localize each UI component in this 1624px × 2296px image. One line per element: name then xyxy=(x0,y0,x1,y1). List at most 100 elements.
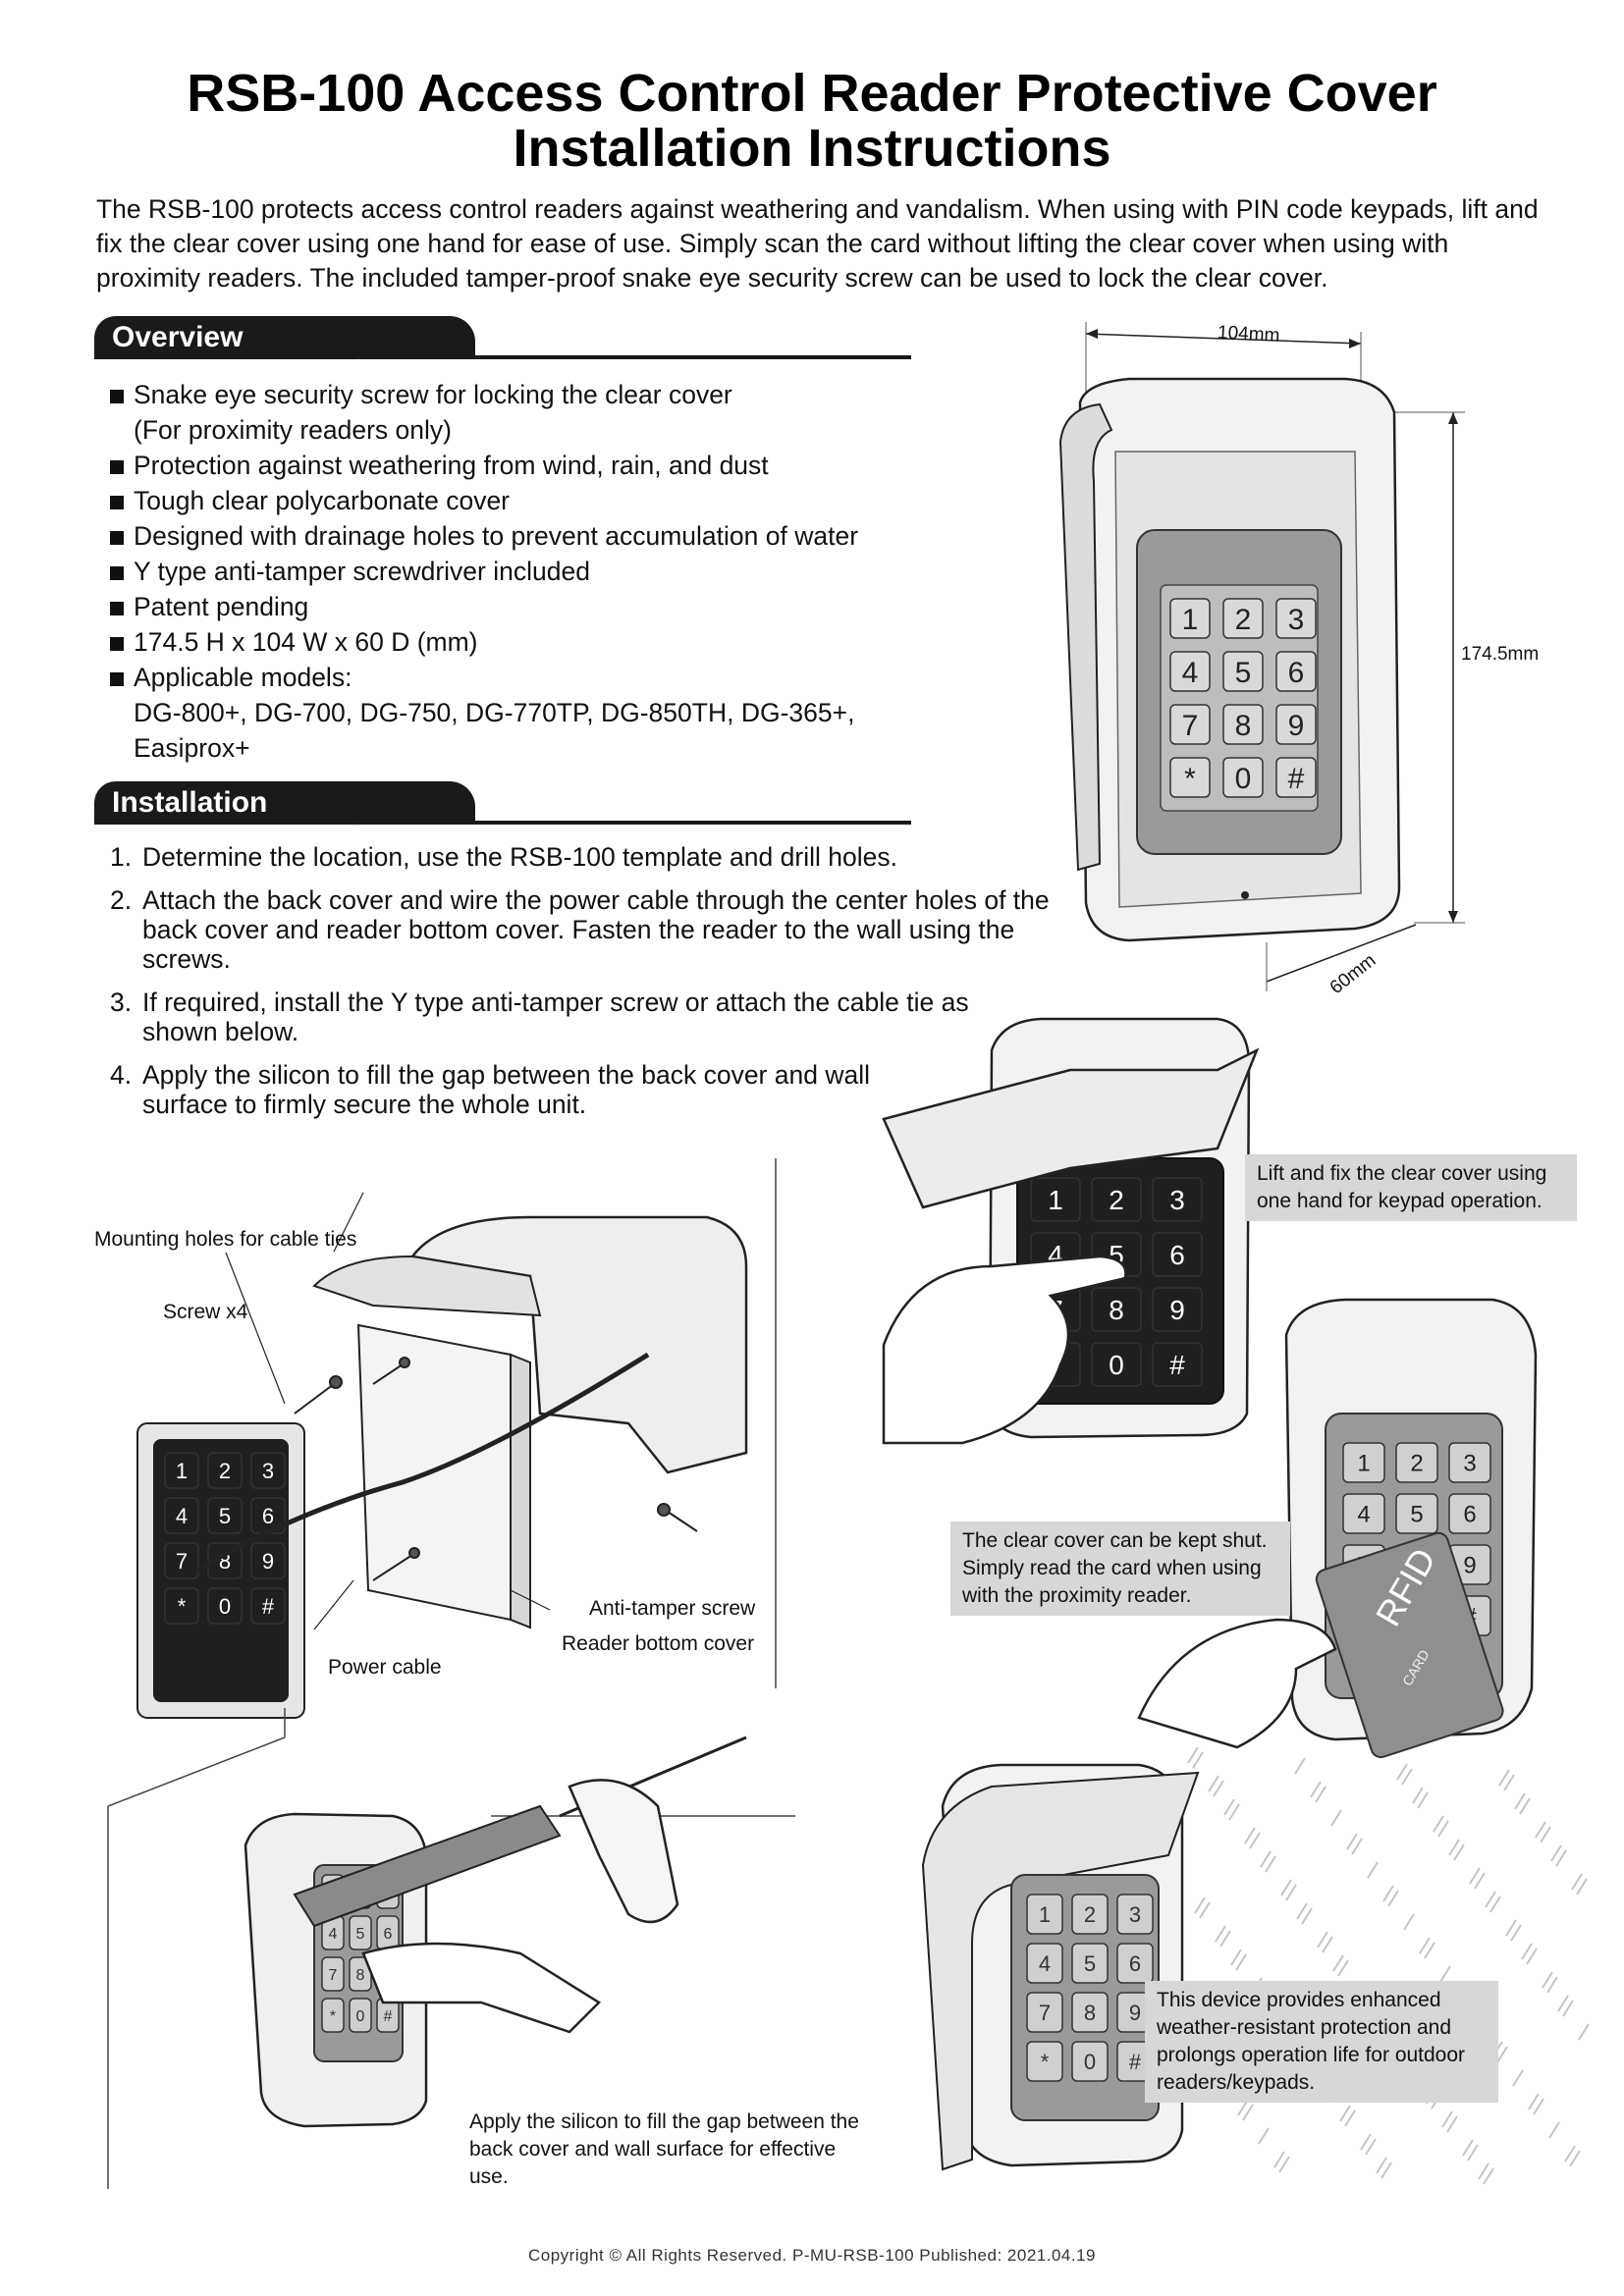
keypad-key xyxy=(1222,651,1264,692)
keypad-key-label: 1 xyxy=(1048,1185,1063,1215)
keypad-key-label: 6 xyxy=(1288,657,1305,689)
rain-streak xyxy=(1260,1850,1272,1868)
list-item: Y type anti-tamper screwdriver included xyxy=(110,554,954,589)
rain-streak xyxy=(1478,2163,1489,2180)
keypad-key xyxy=(1026,1943,1063,1984)
rain-streak xyxy=(1199,1901,1211,1919)
list-item: Applicable models: xyxy=(110,660,954,695)
rain-streak xyxy=(1514,1792,1526,1810)
rain-streak xyxy=(1437,1820,1449,1838)
keypad-key xyxy=(1026,1992,1063,2033)
keypad-key xyxy=(1116,1894,1154,1935)
list-item: Patent pending xyxy=(110,589,954,624)
dimension-height: 174.5mm xyxy=(1461,644,1540,665)
rain-streak xyxy=(1382,1885,1394,1902)
rain-streak xyxy=(1396,1763,1408,1781)
keypad-key-label: 9 xyxy=(1463,1553,1476,1579)
rain-streak xyxy=(1474,1872,1486,1890)
rain-streak xyxy=(1235,1953,1247,1971)
keypad-key xyxy=(164,1497,199,1534)
keypad-key-label: 3 xyxy=(1129,1902,1141,1927)
keypad-key xyxy=(1026,1894,1063,1935)
rain-streak xyxy=(1483,2167,1494,2185)
rain-streak xyxy=(1310,1781,1322,1798)
dimension-width: 104mm xyxy=(1217,322,1280,347)
rain-streak xyxy=(1485,1891,1496,1908)
keypad-key xyxy=(1395,1442,1438,1483)
rain-streak xyxy=(1433,1815,1444,1833)
step-2: 2.Attach the back cover and wire the pow… xyxy=(110,885,1050,974)
keypad-key-label: 0 xyxy=(219,1594,231,1619)
bullet-square-icon xyxy=(110,672,124,686)
rain-streak xyxy=(1296,1902,1308,1920)
keypad-key-label: 2 xyxy=(219,1459,231,1483)
rain-streak xyxy=(1555,1849,1567,1867)
keypad-key-label: * xyxy=(1184,763,1196,795)
bullet-square-icon xyxy=(110,460,124,474)
keypad-key xyxy=(1169,651,1211,692)
rain-streak xyxy=(1446,2115,1458,2133)
rain-streak xyxy=(1367,1861,1379,1879)
keypad-key xyxy=(1342,1493,1385,1534)
keypad-key-label: 1 xyxy=(1182,604,1199,636)
keypad-key-label: 5 xyxy=(1084,1951,1096,1976)
rain-streak xyxy=(1417,1791,1429,1809)
keypad-key-label: # xyxy=(1169,1350,1185,1380)
keypad-key-label: 7 xyxy=(1039,2001,1051,2025)
keypad-key-label: 4 xyxy=(1357,1502,1370,1528)
rain-streak xyxy=(1441,2110,1453,2128)
list-item: Protection against weathering from wind,… xyxy=(110,448,954,483)
rain-streak xyxy=(1412,1787,1424,1804)
keypad-key xyxy=(1091,1177,1142,1222)
callout-weather: This device provides enhanced weather-re… xyxy=(1145,1981,1498,2103)
installation-steps: 1.Determine the location, use the RSB-10… xyxy=(110,842,1050,1133)
rain-streak xyxy=(1489,1896,1501,1913)
rain-streak xyxy=(1510,1924,1522,1942)
rain-streak xyxy=(1242,2104,1254,2121)
rain-streak xyxy=(1322,1936,1333,1953)
rain-streak xyxy=(1564,2145,1576,2163)
rain-streak xyxy=(1535,1821,1546,1839)
keypad-key-label: 6 xyxy=(1129,1951,1141,1976)
keypad-key-label: 2 xyxy=(1084,1902,1096,1927)
rain-streak xyxy=(1280,1879,1292,1896)
keypad-key-label: # xyxy=(1129,2050,1142,2074)
rain-streak xyxy=(1528,2093,1540,2110)
keypad-key xyxy=(1071,1894,1109,1935)
keypad-key xyxy=(349,1915,372,1950)
label-reader-bottom-cover: Reader bottom cover xyxy=(562,1632,755,1655)
list-item-sub: (For proximity readers only) xyxy=(134,415,452,445)
keypad-key xyxy=(1395,1493,1438,1534)
bullet-square-icon xyxy=(110,496,124,509)
keypad-key-label: 5 xyxy=(356,1926,365,1943)
rain-streak xyxy=(1344,2109,1356,2127)
keypad-key xyxy=(1152,1287,1203,1332)
rain-streak xyxy=(1533,2098,1544,2115)
rain-streak xyxy=(1315,1786,1326,1803)
rain-streak xyxy=(1521,1943,1533,1960)
keypad-key xyxy=(1448,1442,1491,1483)
rain-streak xyxy=(1273,2151,1285,2168)
keypad-key-label: 3 xyxy=(1169,1185,1185,1215)
keypad-key-label: 4 xyxy=(1182,657,1199,689)
keypad-key xyxy=(1169,704,1211,745)
keypad-key xyxy=(1448,1493,1491,1534)
footer: Copyright © All Rights Reserved. P-MU-RS… xyxy=(527,2246,1096,2265)
rain-streak xyxy=(1557,1995,1569,2012)
keypad-key-label: * xyxy=(178,1594,187,1619)
keypad-key xyxy=(349,1998,372,2033)
keypad-key xyxy=(207,1497,243,1534)
rain-streak xyxy=(1550,1844,1562,1862)
bullet-square-icon xyxy=(110,390,124,403)
keypad-key-label: 9 xyxy=(1169,1295,1185,1325)
keypad-key xyxy=(1091,1287,1142,1332)
page-title-line1: RSB-100 Access Control Reader Protective… xyxy=(187,64,1437,123)
step-4: 4.Apply the silicon to fill the gap betw… xyxy=(110,1060,870,1119)
keypad-key xyxy=(1222,598,1264,639)
rain-streak xyxy=(1503,1774,1515,1791)
